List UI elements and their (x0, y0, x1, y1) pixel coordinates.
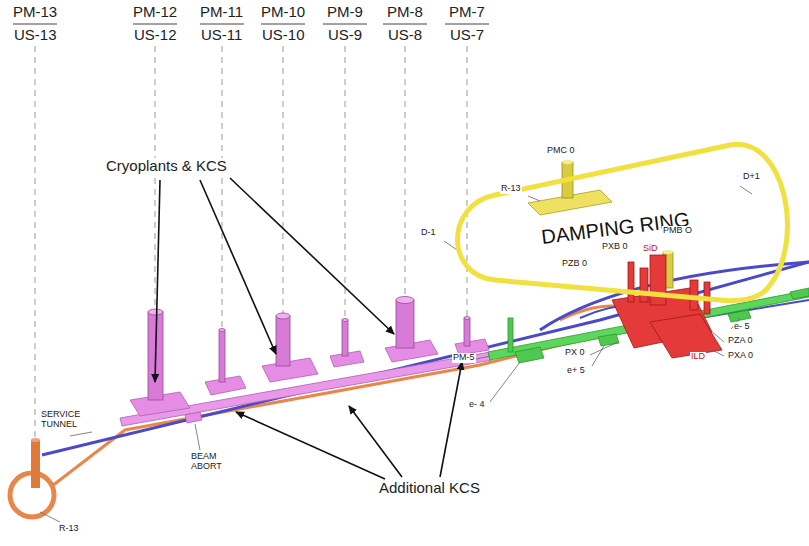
heading-label: PM-12 (132, 4, 178, 21)
heading-label: Additional KCS (378, 480, 481, 497)
heading-label: PM-11 (199, 4, 244, 21)
site-label: D-1 (420, 228, 437, 238)
heading-label: PM-9 (326, 4, 364, 21)
heading-label: US-11 (200, 27, 243, 44)
site-label: PXA 0 (727, 351, 754, 361)
site-label: R-13 (500, 184, 522, 194)
site-label: SiD (642, 244, 659, 254)
site-label: ILD (690, 352, 706, 362)
site-label: D+1 (742, 172, 761, 182)
heading-label: US-7 (449, 27, 485, 44)
site-label: e- 4 (468, 400, 486, 410)
heading-label: PM-13 (12, 4, 58, 21)
site-label: e- 5 (733, 322, 751, 332)
site-label: PXB 0 (601, 242, 629, 252)
heading-label: US-13 (13, 27, 58, 44)
damping-ring: DAMPING RING (440, 130, 800, 310)
heading-label: US-8 (387, 27, 423, 44)
heading-label: PM-8 (386, 4, 424, 21)
site-label: PX 0 (564, 348, 586, 358)
site-label: SERVICE TUNNEL (40, 410, 88, 430)
heading-label: US-9 (327, 27, 363, 44)
heading-label: US-10 (261, 27, 306, 44)
site-label: e+ 5 (566, 366, 586, 376)
site-label: PZA 0 (727, 336, 754, 346)
heading-label: Cryoplants & KCS (105, 158, 228, 175)
site-label: PZB 0 (561, 259, 588, 269)
site-label: BEAM ABORT (190, 452, 238, 472)
heading-label: PM-7 (448, 4, 486, 21)
site-label: PM-5 (452, 353, 476, 363)
heading-label: PM-10 (260, 4, 306, 21)
site-label: PMC 0 (546, 146, 576, 156)
site-label: R-13 (58, 524, 80, 534)
heading-label: US-12 (133, 27, 178, 44)
site-label: PMB O (662, 226, 693, 236)
